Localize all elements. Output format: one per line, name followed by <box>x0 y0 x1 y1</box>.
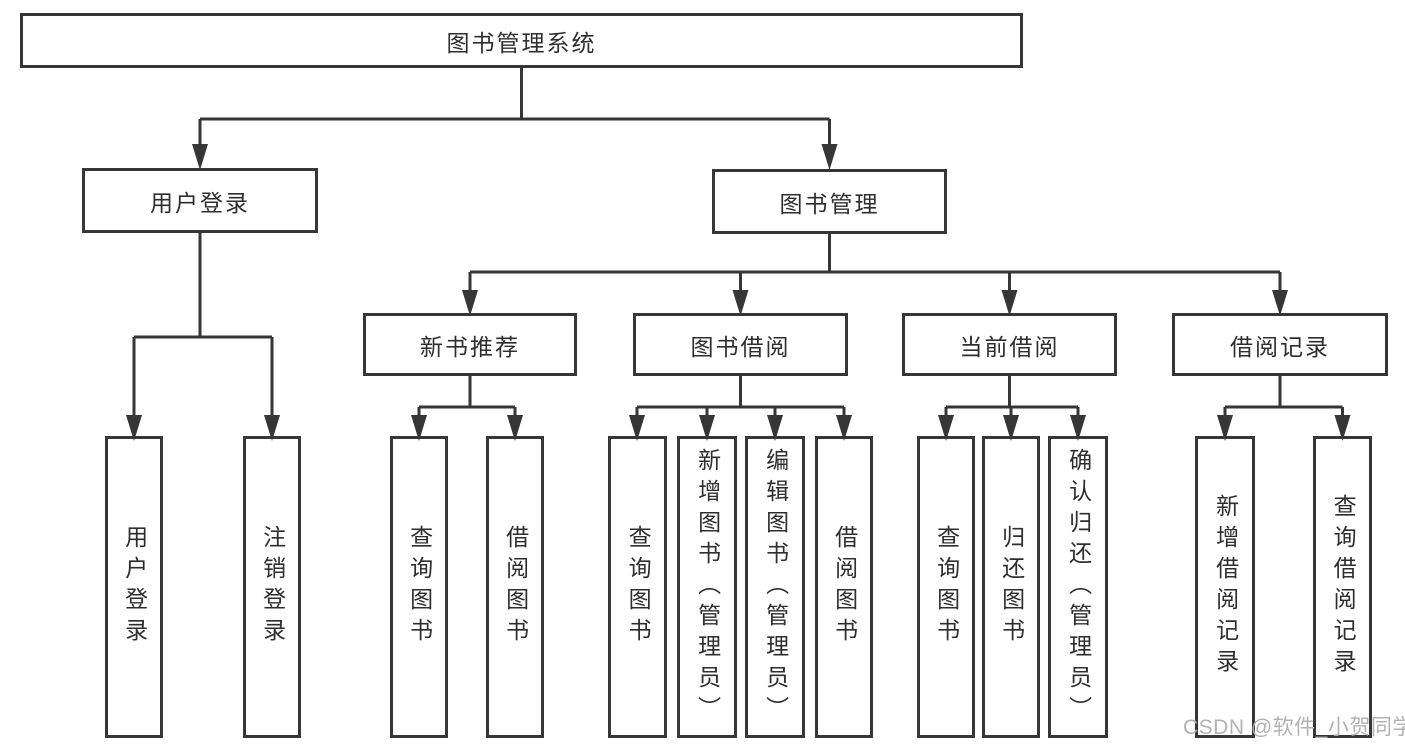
node-user-login-op: 用户登录 <box>105 436 163 738</box>
node-label: 新增图书（管理员） <box>694 447 721 727</box>
node-book-management: 图书管理 <box>712 169 947 234</box>
node-query-books-borrowing: 查询图书 <box>608 436 667 738</box>
node-current-borrowing: 当前借阅 <box>902 313 1117 376</box>
node-label: 用户登录 <box>121 525 148 649</box>
node-add-books-admin: 新增图书（管理员） <box>677 436 737 738</box>
node-query-books-current: 查询图书 <box>917 436 975 738</box>
node-label: 查询图书 <box>625 525 652 649</box>
node-label: 编辑图书（管理员） <box>762 447 789 727</box>
node-label: 查询图书 <box>406 525 433 649</box>
node-label: 借阅图书 <box>831 525 858 649</box>
node-query-books-recommend: 查询图书 <box>390 436 448 738</box>
node-borrowing-records: 借阅记录 <box>1172 313 1388 376</box>
node-label: 借阅记录 <box>1230 333 1330 360</box>
node-root: 图书管理系统 <box>20 13 1023 68</box>
node-label: 借阅图书 <box>502 525 529 649</box>
node-user-login: 用户登录 <box>82 168 318 233</box>
node-borrow-books-recommend: 借阅图书 <box>486 436 544 738</box>
node-label: 注销登录 <box>259 525 286 649</box>
node-edit-books-admin: 编辑图书（管理员） <box>745 436 805 738</box>
node-logout-op: 注销登录 <box>243 436 301 738</box>
node-return-books: 归还图书 <box>982 436 1040 738</box>
node-new-book-recommend: 新书推荐 <box>363 313 577 376</box>
node-book-borrowing: 图书借阅 <box>633 313 848 376</box>
node-label: 图书借阅 <box>690 333 791 360</box>
node-confirm-return-admin: 确认归还（管理员） <box>1048 436 1108 738</box>
node-label: 归还图书 <box>998 525 1025 649</box>
node-borrow-books-borrowing: 借阅图书 <box>815 436 873 738</box>
node-label: 图书管理 <box>779 190 880 217</box>
node-label: 确认归还（管理员） <box>1065 447 1092 727</box>
node-query-borrow-record: 查询借阅记录 <box>1313 436 1372 738</box>
node-label: 用户登录 <box>150 189 250 216</box>
node-label: 新增借阅记录 <box>1212 494 1239 680</box>
node-label: 当前借阅 <box>959 333 1060 360</box>
node-label: 图书管理系统 <box>446 29 597 56</box>
node-label: 查询借阅记录 <box>1330 494 1357 680</box>
node-label: 查询图书 <box>933 525 960 649</box>
node-label: 新书推荐 <box>420 333 520 360</box>
node-add-borrow-record: 新增借阅记录 <box>1195 436 1255 738</box>
csdn-watermark: CSDN @软件_小贺同学 <box>1183 716 1405 739</box>
